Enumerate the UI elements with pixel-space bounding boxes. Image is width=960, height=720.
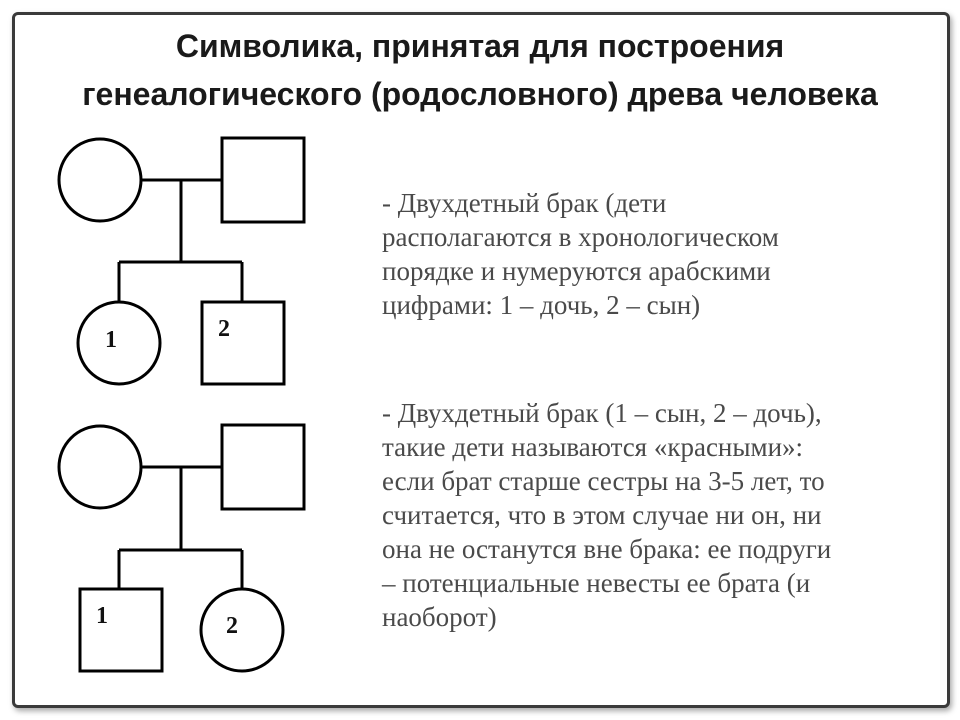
description-line: она не останутся вне брака: ее подруги xyxy=(382,534,832,564)
description-line: – потенциальные невесты ее брата (и xyxy=(382,568,811,598)
description-line: если брат старше сестры на 3-5 лет, то xyxy=(382,466,825,496)
mother-symbol xyxy=(57,137,143,223)
pedigree-2 xyxy=(57,423,306,673)
description-line: такие дети называются «красными»: xyxy=(382,432,804,462)
description-line: порядке и нумеруются арабскими xyxy=(382,256,771,286)
child-2-number: 2 xyxy=(218,316,230,342)
description-line: наоборот) xyxy=(382,602,497,632)
pedigree-2-description: - Двухдетный брак (1 – сын, 2 – дочь), т… xyxy=(382,396,831,634)
description-line: - Двухдетный брак (дети xyxy=(382,188,667,218)
father-symbol xyxy=(220,423,306,511)
son-symbol xyxy=(200,300,286,386)
description-line: - Двухдетный брак (1 – сын, 2 – дочь), xyxy=(382,398,822,428)
pedigree-1-description: - Двухдетный брак (дети располагаются в … xyxy=(382,186,779,322)
son-symbol xyxy=(78,587,164,673)
child-1-number: 1 xyxy=(105,327,117,353)
slide-title: Символика, принятая для построения генеа… xyxy=(20,22,940,118)
child-2-number: 2 xyxy=(226,613,238,639)
daughter-symbol xyxy=(76,300,162,386)
description-line: цифрами: 1 – дочь, 2 – сын) xyxy=(382,290,701,320)
title-line-2: генеалогического (родословного) древа че… xyxy=(82,76,878,112)
description-line: располагаются в хронологическом xyxy=(382,222,779,252)
father-symbol xyxy=(220,136,306,224)
description-line: считается, что в этом случае ни он, ни xyxy=(382,500,822,530)
mother-symbol xyxy=(57,424,143,510)
pedigree-1 xyxy=(57,136,306,386)
slide-frame xyxy=(12,12,950,708)
child-1-number: 1 xyxy=(96,603,108,629)
title-line-1: Символика, принятая для построения xyxy=(175,28,785,64)
daughter-symbol xyxy=(199,587,285,673)
